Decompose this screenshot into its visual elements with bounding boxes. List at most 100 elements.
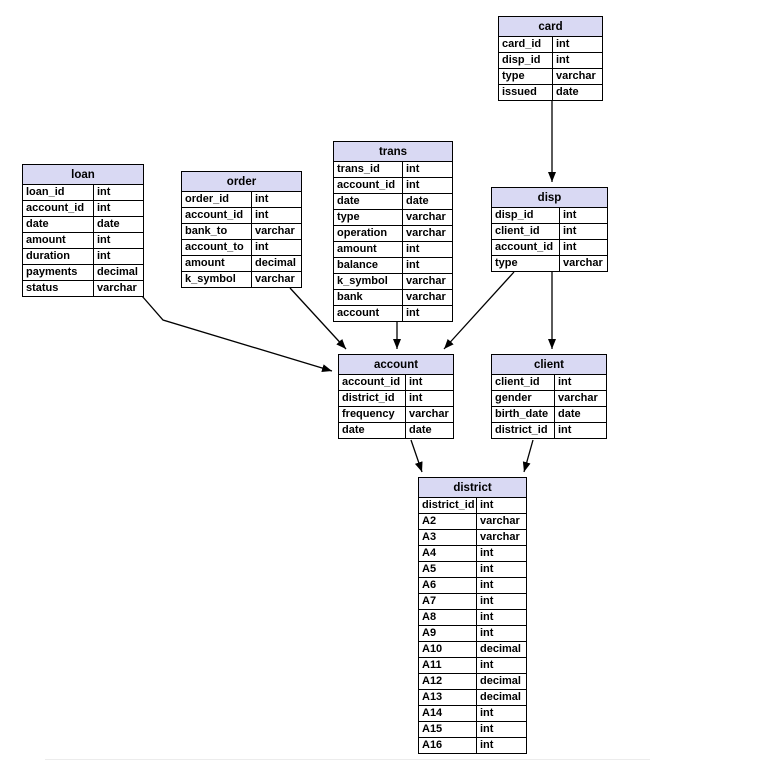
field-name: loan_id [22,184,94,201]
bottom-divider [45,759,650,760]
arrow-account-district [410,439,423,473]
field-type: int [402,257,453,274]
field-name: A3 [418,529,477,546]
field-name: gender [491,390,555,407]
field-name: k_symbol [333,273,403,290]
field-type: int [93,200,144,217]
field-name: issued [498,84,553,101]
field-type: varchar [554,390,607,407]
field-type: int [251,239,302,256]
field-type: varchar [402,225,453,242]
field-name: A11 [418,657,477,674]
field-name: district_id [338,390,406,407]
field-name: A7 [418,593,477,610]
field-name: bank [333,289,403,306]
field-name: district_id [418,497,477,514]
field-type: int [402,241,453,258]
field-type: int [476,577,527,594]
field-name: date [22,216,94,233]
field-type: date [554,406,607,423]
field-name: account_id [338,374,406,391]
field-type: decimal [476,673,527,690]
field-type: int [405,374,454,391]
field-type: date [402,193,453,210]
field-name: district_id [491,422,555,439]
field-type: date [93,216,144,233]
field-name: payments [22,264,94,281]
field-type: varchar [402,209,453,226]
field-type: decimal [93,264,144,281]
field-name: A4 [418,545,477,562]
field-type: int [93,184,144,201]
field-type: int [554,422,607,439]
field-name: order_id [181,191,252,208]
field-type: int [402,305,453,322]
table-card-title: card [498,16,603,37]
field-type: varchar [251,223,302,240]
field-type: int [405,390,454,407]
field-name: A13 [418,689,477,706]
field-name: client_id [491,223,560,240]
field-name: bank_to [181,223,252,240]
field-name: k_symbol [181,271,252,288]
field-type: date [405,422,454,439]
field-type: varchar [251,271,302,288]
field-name: A2 [418,513,477,530]
field-name: disp_id [498,52,553,69]
field-type: int [476,657,527,674]
field-name: amount [181,255,252,272]
arrow-loan-account [141,295,333,372]
field-name: operation [333,225,403,242]
field-type: int [476,497,527,514]
field-name: disp_id [491,207,560,224]
field-name: account_to [181,239,252,256]
field-type: int [402,161,453,178]
field-type: int [251,191,302,208]
field-name: amount [333,241,403,258]
field-name: card_id [498,36,553,53]
field-name: status [22,280,94,297]
field-type: int [476,737,527,754]
field-name: type [491,255,560,272]
